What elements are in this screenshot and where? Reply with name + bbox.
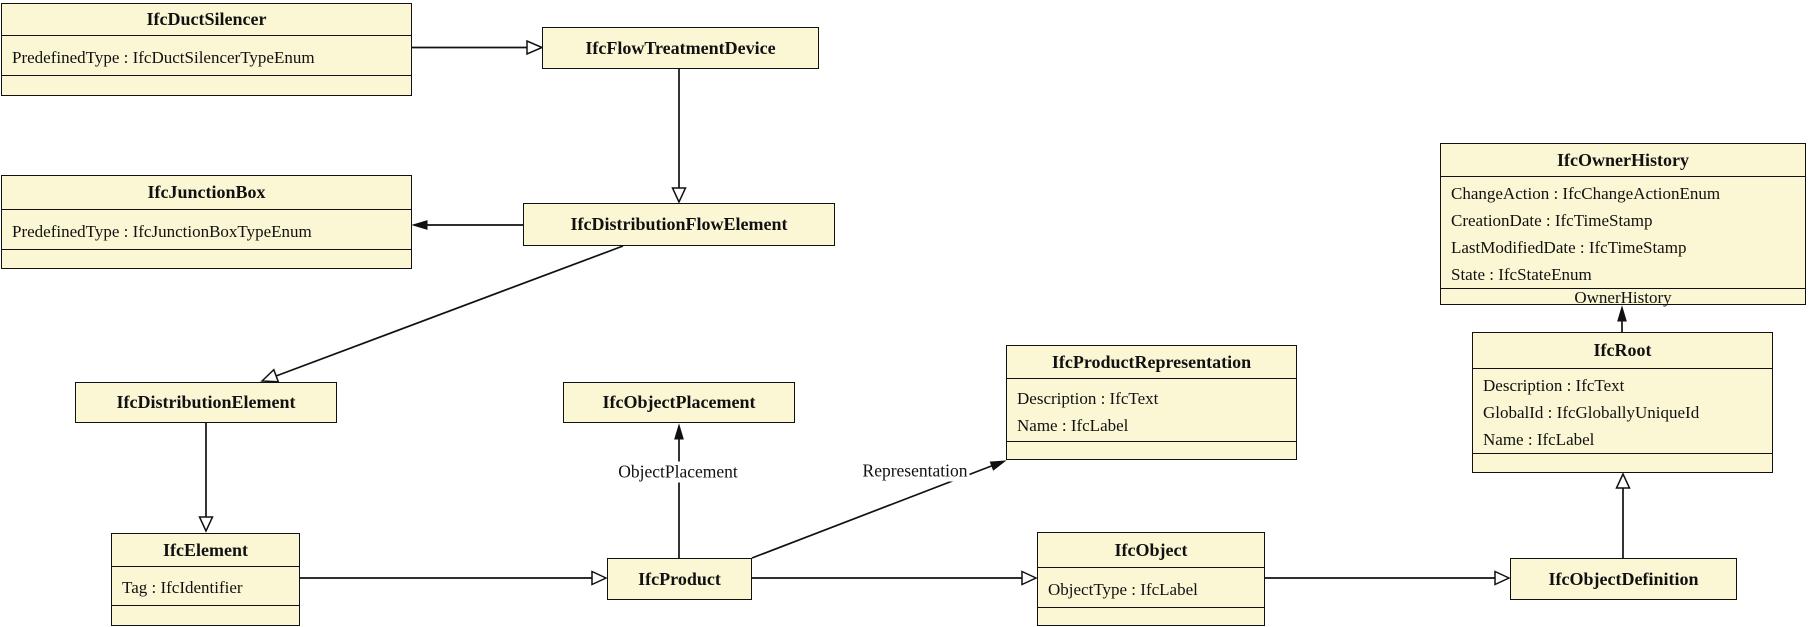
class-box-ifcjunctionbox: IfcJunctionBox PredefinedType : IfcJunct… — [1, 175, 412, 269]
class-title: IfcProduct — [638, 568, 721, 589]
class-title: IfcOwnerHistory — [1557, 149, 1689, 170]
class-box-ifcobjectplacement: IfcObjectPlacement — [563, 382, 795, 423]
class-box-ifcproduct: IfcProduct — [607, 558, 752, 600]
class-box-ifcobjectdefinition: IfcObjectDefinition — [1510, 558, 1737, 600]
class-title: IfcElement — [163, 539, 248, 560]
class-attributes: PredefinedType : IfcDuctSilencerTypeEnum — [2, 35, 411, 75]
edge-product-to-objectplacement — [674, 423, 684, 558]
class-title: IfcObject — [1114, 539, 1188, 560]
class-footer — [1038, 607, 1264, 625]
class-box-ifcownerhistory: IfcOwnerHistory ChangeAction : IfcChange… — [1440, 143, 1806, 308]
class-box-ifcobject: IfcObject ObjectType : IfcLabel — [1037, 532, 1265, 626]
edge-element-to-product — [300, 570, 608, 586]
edge-distributionelement-to-element — [198, 423, 214, 533]
edge-flowtreatmentdevice-to-distributionflowelement — [671, 69, 687, 204]
attribute: Tag : IfcIdentifier — [122, 578, 243, 597]
class-box-ifcproductrepresentation: IfcProductRepresentation Description : I… — [1006, 345, 1297, 460]
class-footer — [1473, 453, 1772, 473]
attribute: CreationDate : IfcTimeStamp — [1451, 211, 1653, 230]
class-attributes: Description : IfcText GlobalId : IfcGlob… — [1473, 368, 1772, 453]
attribute: PredefinedType : IfcJunctionBoxTypeEnum — [12, 221, 312, 241]
attribute: LastModifiedDate : IfcTimeStamp — [1451, 238, 1687, 257]
attribute: ChangeAction : IfcChangeActionEnum — [1451, 184, 1721, 203]
attribute: GlobalId : IfcGloballyUniqueId — [1483, 403, 1700, 422]
class-attributes: PredefinedType : IfcJunctionBoxTypeEnum — [2, 209, 411, 249]
edge-distributionflowelement-to-junctionbox — [411, 220, 523, 230]
edge-object-to-objectdefinition — [1265, 570, 1511, 586]
class-title: IfcJunctionBox — [147, 182, 266, 202]
class-box-ifcdistributionflowelement: IfcDistributionFlowElement — [523, 203, 835, 246]
class-footer — [112, 605, 299, 625]
attribute: PredefinedType : IfcDuctSilencerTypeEnum — [12, 47, 315, 67]
class-attributes: Description : IfcText Name : IfcLabel — [1007, 378, 1296, 441]
class-title: IfcFlowTreatmentDevice — [585, 37, 776, 58]
attribute: Description : IfcText — [1017, 388, 1159, 408]
class-attributes: ChangeAction : IfcChangeActionEnum Creat… — [1441, 176, 1805, 288]
attribute: State : IfcStateEnum — [1451, 265, 1592, 284]
attribute: Name : IfcLabel — [1483, 430, 1595, 449]
class-box-ifcelement: IfcElement Tag : IfcIdentifier — [111, 533, 300, 626]
class-title: IfcProductRepresentation — [1051, 351, 1252, 372]
attribute: Name : IfcLabel — [1017, 415, 1129, 435]
class-title: IfcObjectPlacement — [602, 392, 756, 412]
class-title: IfcRoot — [1593, 340, 1652, 360]
class-footer — [2, 75, 411, 95]
class-footer — [2, 249, 411, 268]
edge-objectdefinition-to-root — [1615, 472, 1631, 558]
edge-distributionflowelement-to-distributionelement — [260, 245, 624, 383]
class-title: IfcObjectDefinition — [1548, 568, 1699, 589]
edge-ductsilencer-to-flowtreatmentdevice — [412, 39, 544, 56]
class-footer — [1007, 441, 1296, 459]
class-box-ifcductsilencer: IfcDuctSilencer PredefinedType : IfcDuct… — [1, 3, 412, 96]
class-footer-ownerhistory-role: OwnerHistory — [1441, 288, 1805, 308]
class-box-ifcroot: IfcRoot Description : IfcText GlobalId :… — [1472, 332, 1773, 473]
edge-label-objectplacement: ObjectPlacement — [616, 461, 740, 483]
class-box-ifcdistributionelement: IfcDistributionElement — [75, 382, 337, 423]
attribute: Description : IfcText — [1483, 376, 1625, 395]
class-box-ifcflowtreatmentdevice: IfcFlowTreatmentDevice — [542, 27, 819, 69]
class-attributes: ObjectType : IfcLabel — [1038, 567, 1264, 607]
edge-root-to-ownerhistory — [1617, 305, 1627, 332]
class-title: IfcDistributionFlowElement — [570, 214, 788, 234]
class-attributes: Tag : IfcIdentifier — [112, 566, 299, 605]
attribute: ObjectType : IfcLabel — [1048, 579, 1198, 599]
edge-product-to-object — [752, 570, 1038, 586]
class-title: IfcDuctSilencer — [146, 9, 267, 29]
class-title: IfcDistributionElement — [116, 392, 296, 412]
edge-label-representation: Representation — [860, 460, 970, 482]
